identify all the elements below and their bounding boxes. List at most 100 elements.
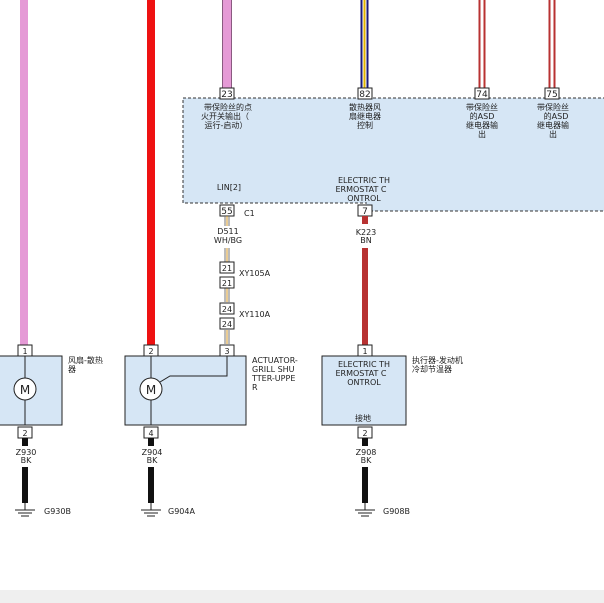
lin-wire-circuit: D511: [217, 227, 238, 236]
svg-text:ACTUATOR-: ACTUATOR-: [252, 356, 298, 365]
fan-pin-1: 1: [17, 344, 33, 357]
therm-wire-circuit: K223: [356, 228, 377, 237]
fan-ground-symbol: [15, 503, 35, 517]
svg-text:24: 24: [222, 305, 232, 314]
svg-text:21: 21: [222, 279, 232, 288]
pin-23: 23: [219, 87, 235, 100]
shutter-label: ACTUATOR- GRILL SHU TTER-UPPE R: [251, 356, 298, 392]
svg-text:2: 2: [22, 429, 27, 438]
pin-75: 75: [544, 87, 560, 100]
splice-xy105a-label: XY105A: [239, 269, 271, 278]
thermostat-ground-text: 接地: [355, 413, 371, 423]
thermostat-box: [321, 355, 407, 426]
svg-text:R: R: [252, 383, 258, 392]
fan-label: 风扇-散热 器: [68, 355, 103, 374]
shutter-ground-symbol: [141, 503, 161, 517]
svg-text:ERMOSTAT C: ERMOSTAT C: [335, 369, 386, 378]
shutter-signal-line: [159, 356, 228, 383]
svg-text:2: 2: [362, 429, 367, 438]
svg-text:GRILL SHU: GRILL SHU: [252, 365, 295, 374]
control-module: [182, 97, 604, 204]
connector-c1: C1: [244, 209, 255, 218]
svg-text:1: 1: [22, 347, 27, 356]
module-thermostat-label: ELECTRIC TH ERMOSTAT C ONTROL: [335, 176, 390, 203]
svg-text:M: M: [20, 383, 30, 397]
svg-text:火开关输出（: 火开关输出（: [201, 111, 249, 121]
svg-text:55: 55: [221, 207, 232, 217]
shutter-pin-4: 4: [143, 426, 159, 439]
svg-text:继电器输: 继电器输: [537, 120, 569, 130]
thermostat-label: 执行器-发动机 冷却节温器: [412, 355, 463, 374]
svg-text:冷却节温器: 冷却节温器: [412, 364, 452, 374]
svg-text:带保险丝: 带保险丝: [537, 102, 569, 112]
svg-text:带保险丝: 带保险丝: [466, 102, 498, 112]
svg-text:运行-启动）: 运行-启动）: [205, 120, 248, 130]
pin-74-label: 74: [476, 90, 488, 100]
svg-text:散热器风: 散热器风: [349, 102, 381, 112]
fan-ground-circuit: Z930: [16, 448, 37, 457]
svg-text:带保险丝的点: 带保险丝的点: [204, 102, 252, 112]
wire-pink-top: [222, 0, 232, 88]
thermostat-ground-label: G908B: [383, 507, 410, 516]
shutter-pin-2: 2: [143, 344, 159, 357]
thermostat-ground-color: BK: [361, 456, 372, 465]
svg-text:M: M: [146, 383, 156, 397]
svg-text:7: 7: [362, 207, 368, 217]
shutter-ground-circuit: Z904: [142, 448, 163, 457]
svg-text:ONTROL: ONTROL: [347, 194, 381, 203]
thermostat-pin-1: 1: [357, 344, 373, 357]
svg-text:21: 21: [222, 264, 232, 273]
pin-74: 74: [474, 87, 490, 100]
lin-wire: [224, 216, 230, 344]
thermostat-ground-symbol: [355, 503, 375, 517]
therm-wire-color: BN: [360, 236, 371, 245]
fan-pin-2: 2: [17, 426, 33, 439]
svg-text:继电器输: 继电器输: [466, 120, 498, 130]
svg-text:2: 2: [148, 347, 153, 356]
lin-label: LIN[2]: [217, 183, 241, 192]
splice-xy110a: 24 24 XY110A: [219, 302, 271, 330]
svg-text:24: 24: [222, 320, 232, 329]
shutter-motor-icon: M: [139, 377, 163, 401]
thermostat-pin-2: 2: [357, 426, 373, 439]
svg-text:ERMOSTAT C: ERMOSTAT C: [335, 185, 386, 194]
svg-text:出: 出: [549, 129, 557, 139]
svg-text:扇继电器: 扇继电器: [349, 111, 381, 121]
svg-text:3: 3: [224, 347, 229, 356]
svg-text:ELECTRIC TH: ELECTRIC TH: [338, 360, 390, 369]
wire-pink-fan: [20, 0, 28, 345]
pin-7: 7: [357, 204, 373, 217]
svg-text:ELECTRIC TH: ELECTRIC TH: [338, 176, 390, 185]
wire-darkred-75: [548, 0, 556, 88]
splice-xy110a-label: XY110A: [239, 310, 271, 319]
pin-55: 55: [219, 204, 235, 217]
thermostat-box-label: ELECTRIC TH ERMOSTAT C ONTROL: [335, 360, 390, 387]
shutter-ground-color: BK: [147, 456, 158, 465]
svg-text:1: 1: [362, 347, 367, 356]
shutter-ground-label: G904A: [168, 507, 195, 516]
svg-text:风扇-散热: 风扇-散热: [68, 355, 103, 365]
wire-red-shutter: [147, 0, 155, 345]
pin-75-function: 带保险丝 的ASD 继电器输 出: [537, 102, 569, 139]
footer-bar: [0, 590, 604, 603]
pin-82-function: 散热器风 扇继电器 控制: [349, 102, 381, 130]
fan-motor-icon: M: [13, 377, 37, 401]
pin-82-label: 82: [359, 90, 370, 100]
wire-darkred-74: [478, 0, 486, 88]
wire-navy-top: [360, 0, 369, 88]
svg-text:出: 出: [478, 129, 486, 139]
svg-text:ONTROL: ONTROL: [347, 378, 381, 387]
svg-text:的ASD: 的ASD: [470, 111, 495, 121]
svg-text:器: 器: [68, 365, 76, 374]
pin-82: 82: [357, 87, 373, 100]
thermostat-ground-circuit: Z908: [356, 448, 377, 457]
fan-ground-label: G930B: [44, 507, 71, 516]
pin-75-label: 75: [546, 90, 557, 100]
lin-wire-color: WH/BG: [214, 236, 242, 245]
svg-text:4: 4: [148, 429, 153, 438]
pin-23-function: 带保险丝的点 火开关输出（ 运行-启动）: [201, 102, 252, 130]
pin-23-label: 23: [221, 90, 232, 100]
pin-74-function: 带保险丝 的ASD 继电器输 出: [466, 102, 498, 139]
svg-text:TTER-UPPE: TTER-UPPE: [251, 374, 295, 383]
